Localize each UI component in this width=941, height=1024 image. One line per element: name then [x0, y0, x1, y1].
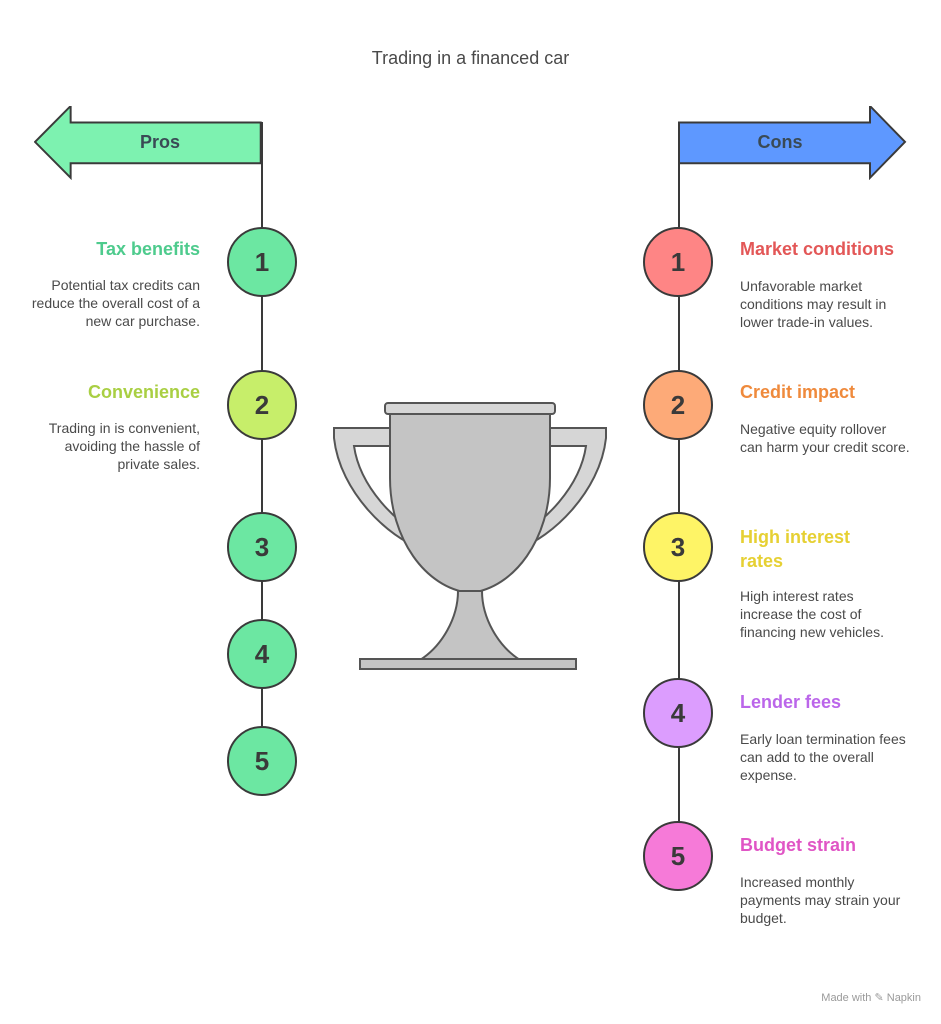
- cons-heading-2: Credit impact: [740, 382, 856, 402]
- cons-circle-2: 2: [643, 370, 713, 440]
- pros-line: [261, 122, 263, 762]
- pros-circle-2: 2: [227, 370, 297, 440]
- cons-circle-4: 4: [643, 678, 713, 748]
- cons-desc-2: Negative equity rollover can harm your c…: [740, 421, 910, 455]
- cons-heading-5: Budget strain: [740, 835, 857, 855]
- cons-heading-4: Lender fees: [740, 692, 842, 712]
- cons-desc-3: High interest rates increase the cost of…: [740, 588, 884, 640]
- pros-label: Pros: [139, 132, 181, 152]
- pros-desc-2: Trading in is convenient, avoiding the h…: [48, 420, 200, 472]
- trophy-icon: [333, 402, 607, 670]
- cons-circle-5: 5: [643, 821, 713, 891]
- cons-desc-5: Increased monthly payments may strain yo…: [740, 874, 901, 926]
- footer-credit: Made with ✎ Napkin: [821, 992, 921, 1004]
- cons-circle-1: 1: [643, 227, 713, 297]
- cons-circle-3: 3: [643, 512, 713, 582]
- cons-arrow: [678, 106, 907, 180]
- cons-heading-1: Market conditions: [740, 239, 895, 259]
- cons-heading-3: High interest rates: [740, 527, 851, 571]
- cons-desc-1: Unfavorable market conditions may result…: [740, 278, 887, 330]
- pros-heading-2: Convenience: [87, 382, 200, 402]
- cons-desc-4: Early loan termination fees can add to t…: [740, 731, 906, 783]
- pros-circle-3: 3: [227, 512, 297, 582]
- diagram-title: Trading in a financed car: [371, 48, 570, 68]
- pros-desc-1: Potential tax credits can reduce the ove…: [31, 277, 200, 329]
- pros-circle-1: 1: [227, 227, 297, 297]
- pros-circle-4: 4: [227, 619, 297, 689]
- pros-circle-5: 5: [227, 726, 297, 796]
- cons-line: [678, 122, 680, 857]
- pros-heading-1: Tax benefits: [96, 239, 200, 259]
- cons-label: Cons: [757, 132, 803, 152]
- pros-arrow: [34, 106, 262, 180]
